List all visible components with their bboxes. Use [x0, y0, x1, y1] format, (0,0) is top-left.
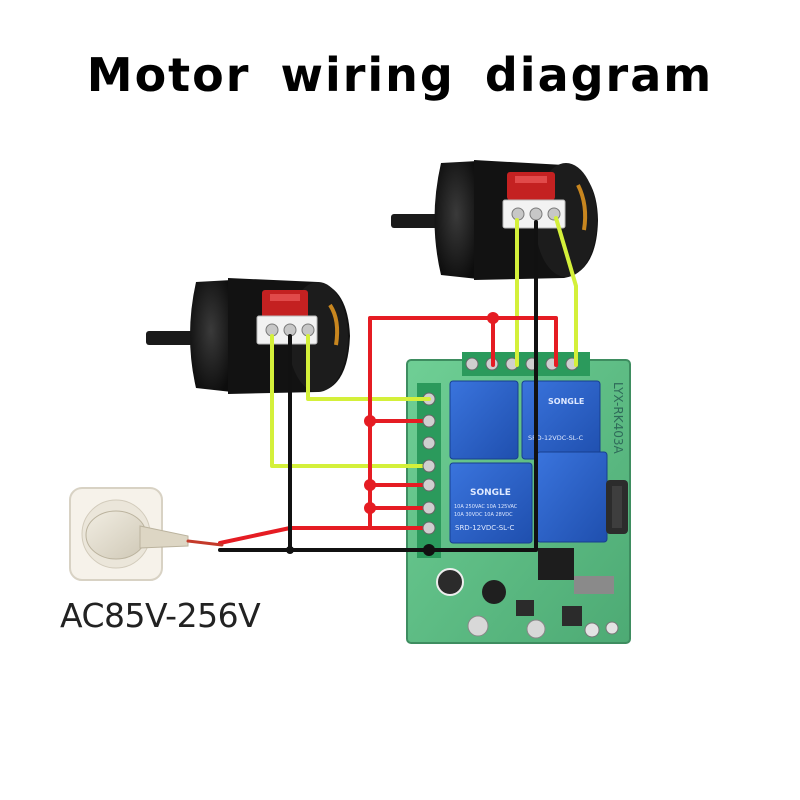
wall-socket — [69, 487, 189, 581]
capacitor-component — [436, 568, 464, 596]
relay-brand-label: SONGLE — [548, 397, 584, 406]
motor-left-face — [190, 280, 232, 392]
plug-cable — [186, 539, 224, 547]
relay-rating-label: 10A 250VAC 10A 125VAC — [454, 504, 518, 510]
relay-model-label: SRD-12VDC-SL-C — [528, 434, 584, 442]
relay-board: SONGLE 10A 250VAC 10A 125VAC 10A 30VDC 1… — [406, 352, 631, 644]
power-voltage-label: AC85V-256V — [60, 596, 261, 635]
chip-component — [538, 548, 574, 580]
relay-3 — [449, 462, 533, 544]
relay-1 — [449, 380, 519, 460]
relay-2 — [521, 380, 601, 460]
capacitor-component — [526, 619, 546, 639]
capacitor-component — [482, 580, 506, 604]
relay-model-label: SRD-12VDC-SL-C — [455, 524, 514, 532]
relay-brand-label: SONGLE — [470, 488, 511, 498]
relay-4 — [536, 451, 608, 543]
relay-rating-label: 10A 30VDC 10A 28VDC — [454, 512, 513, 518]
motor-right-screw — [511, 207, 525, 221]
board-model-label: LYX-RK403A — [611, 382, 625, 454]
chip-component — [574, 576, 614, 594]
motor-left — [146, 278, 350, 394]
page-title: Motor wiring diagram — [86, 48, 714, 102]
motor-right-screw — [547, 207, 561, 221]
capacitor-component — [467, 615, 489, 637]
left-terminal-screw-set — [422, 414, 436, 535]
chip-component — [516, 600, 534, 616]
motor-wire-yellow — [270, 216, 578, 468]
power-plug — [85, 510, 147, 560]
button-component — [562, 606, 582, 626]
motor-right-screw — [529, 207, 543, 221]
motor-right-face — [434, 161, 478, 279]
